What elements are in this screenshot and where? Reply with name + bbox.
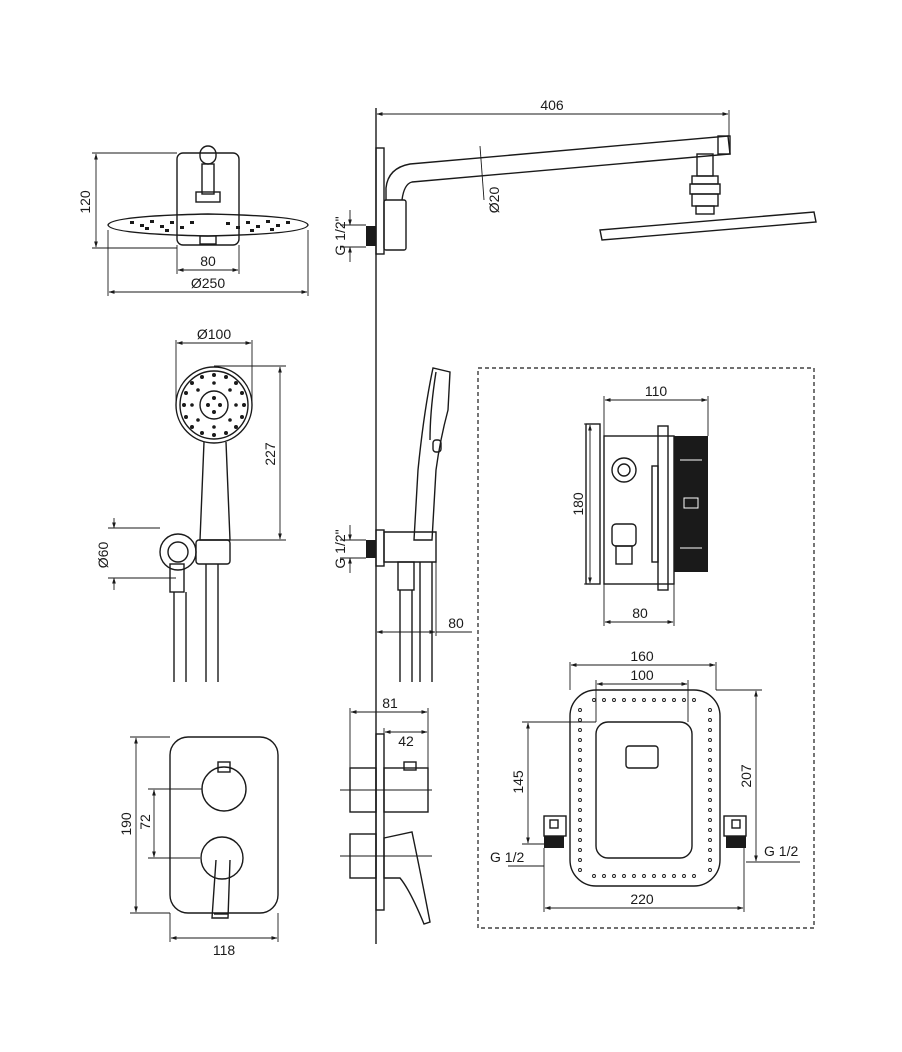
hand-shower-front-view	[159, 366, 253, 682]
arm-dimensions: 406 Ø20 G 1/2"	[332, 97, 730, 262]
dim-head-diameter: Ø250	[191, 275, 225, 291]
dim-thread-left: G 1/2	[490, 849, 524, 865]
concealed-box-dimensions: 110 180 80	[570, 383, 709, 626]
dim-box-depth: 80	[632, 605, 648, 621]
dim-frame-bottom: 220	[630, 891, 654, 907]
dim-plate-height: 190	[118, 812, 134, 836]
dim-mixer-knob: 42	[398, 733, 414, 749]
dim-thread-mid: G 1/2"	[332, 529, 348, 568]
hand-shower-dimensions: Ø100 227 Ø60	[95, 326, 286, 590]
mixer-plate-front-view	[169, 736, 279, 919]
dim-hand-diameter: Ø100	[197, 326, 231, 342]
mounting-frame-dimensions: 160 100 145 207 G 1/2 G 1/2 220	[490, 648, 800, 912]
dim-wall-plate: 80	[200, 253, 216, 269]
side-view-dimensions: G 1/2" 80	[332, 525, 472, 636]
dim-box-height: 180	[570, 492, 586, 516]
rain-head-dimensions: 120 80 Ø250	[77, 152, 309, 296]
dim-box-width: 110	[645, 383, 668, 399]
dim-plate-width: 118	[213, 942, 236, 958]
dim-thread-right: G 1/2	[764, 843, 798, 859]
dim-arm-diameter: Ø20	[486, 187, 502, 214]
hand-shower-side-view	[366, 367, 451, 682]
dim-frame-height-left: 145	[510, 770, 526, 794]
dim-frame-height-right: 207	[738, 764, 754, 788]
dim-arm-length: 406	[540, 97, 564, 113]
dim-hand-length: 227	[262, 442, 278, 466]
concealed-box-view	[585, 423, 708, 591]
dim-holder-diameter: Ø60	[95, 542, 111, 569]
mixer-side-view	[340, 733, 432, 925]
dim-knob-spacing: 72	[137, 814, 153, 830]
shower-arm-side-view	[366, 135, 817, 255]
dim-frame-inner: 100	[630, 667, 654, 683]
dim-mixer-depth: 81	[382, 695, 398, 711]
dim-frame-outer: 160	[630, 648, 654, 664]
installation-box-frame	[477, 367, 815, 929]
dim-head-height: 120	[77, 190, 93, 214]
mixer-plate-dimensions: 190 72 118	[118, 736, 279, 958]
mounting-frame-view	[543, 689, 747, 887]
rain-head-front-view	[107, 145, 309, 246]
dim-thread-top: G 1/2"	[332, 216, 348, 255]
mixer-side-dimensions: 81 42	[349, 695, 429, 768]
dim-outlet-projection: 80	[448, 615, 464, 631]
